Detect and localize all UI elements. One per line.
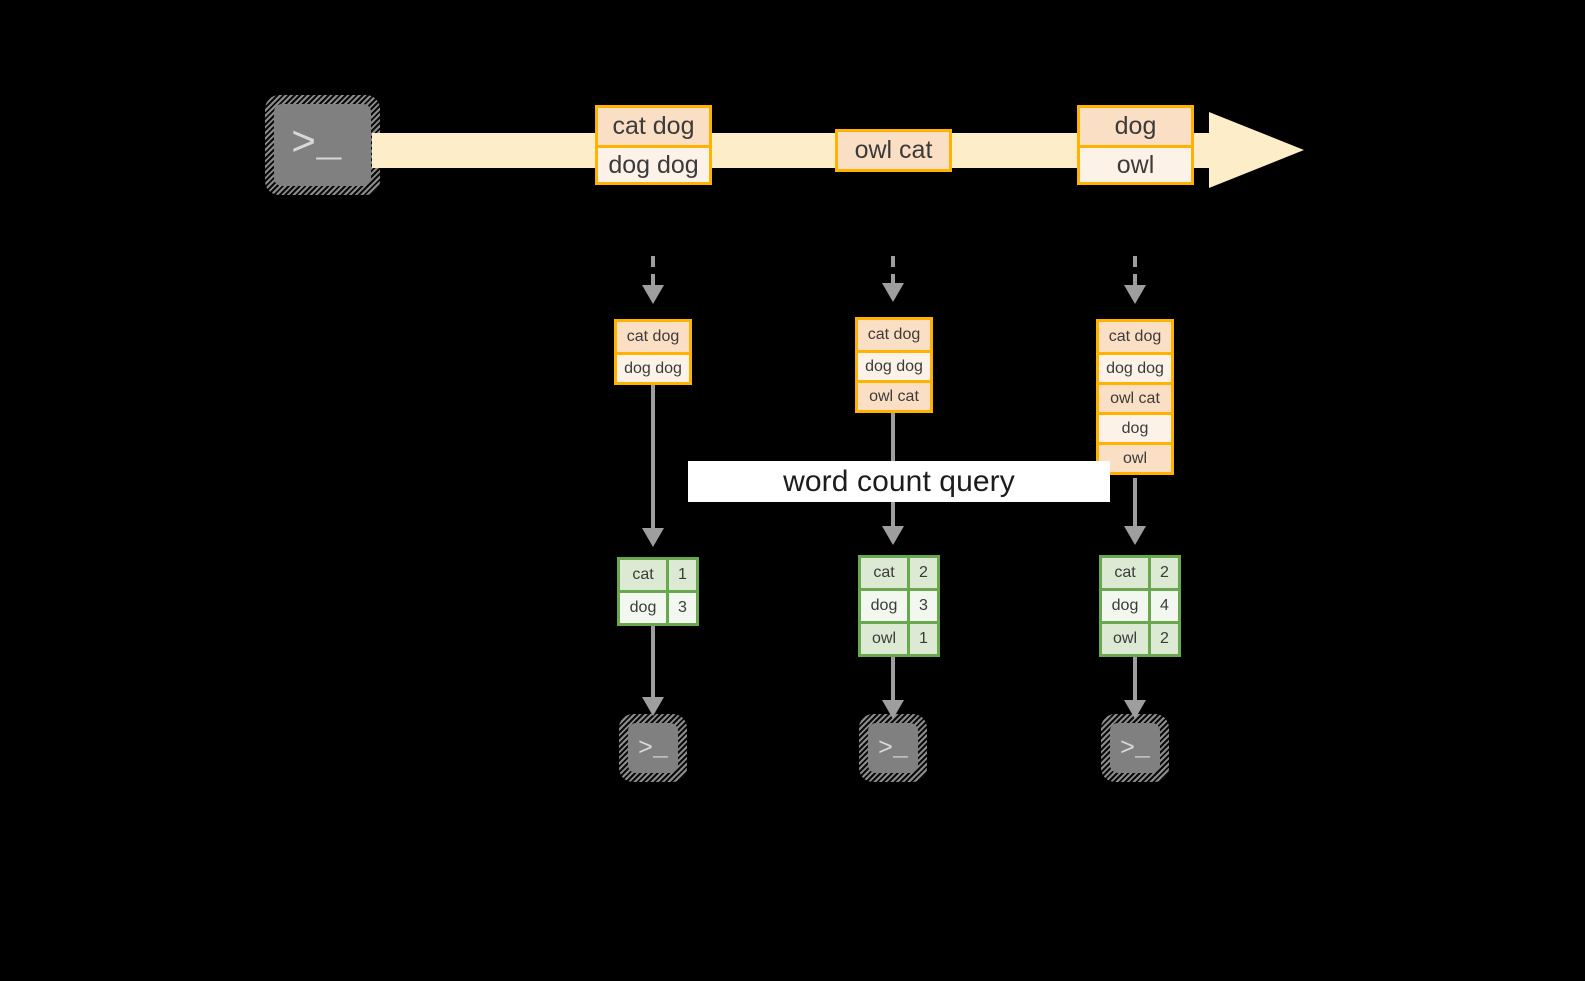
snapshot-input-line: cat dog (858, 320, 930, 350)
snapshot-input-line: dog dog (1099, 352, 1171, 382)
sink-terminal-icon: >_ (1101, 714, 1169, 782)
sink-connector-line (1133, 649, 1137, 704)
result-word: dog (861, 591, 907, 621)
stream-event-line: cat dog (598, 108, 709, 145)
stream-event-box: dog owl (1077, 105, 1194, 185)
terminal-body (868, 723, 918, 773)
query-connector-line (651, 384, 655, 532)
stream-event-line: owl cat (838, 132, 949, 169)
stream-event-line: dog dog (598, 145, 709, 182)
result-count: 3 (666, 593, 696, 623)
terminal-body (1110, 723, 1160, 773)
snapshot-tap-line (1133, 256, 1137, 289)
result-count: 2 (1148, 624, 1178, 654)
result-row: cat 2 (861, 558, 937, 588)
snapshot-input-box: cat dog dog dog (614, 319, 692, 385)
query-connector-arrowhead-icon (642, 528, 664, 547)
result-row: cat 1 (620, 560, 696, 590)
sink-connector-arrowhead-icon (1124, 700, 1146, 719)
result-count: 2 (1148, 558, 1178, 588)
result-count: 4 (1148, 591, 1178, 621)
result-table: cat 2 dog 4 owl 2 (1099, 555, 1181, 657)
result-word: cat (1102, 558, 1148, 588)
query-caption-band: word count query (688, 461, 1110, 502)
source-terminal-icon: >_ (265, 95, 380, 195)
terminal-prompt-glyph: >_ (291, 120, 342, 168)
result-row: cat 2 (1102, 558, 1178, 588)
snapshot-input-box: cat dog dog dog owl cat (855, 317, 933, 413)
sink-terminal-icon: >_ (619, 714, 687, 782)
terminal-prompt-glyph: >_ (878, 734, 909, 763)
terminal-prompt-glyph: >_ (1120, 734, 1151, 763)
result-word: owl (861, 624, 907, 654)
result-word: dog (1102, 591, 1148, 621)
snapshot-input-line: cat dog (617, 322, 689, 352)
snapshot-input-line: owl cat (858, 380, 930, 410)
snapshot-input-line: owl cat (1099, 382, 1171, 412)
result-row: owl 2 (1102, 621, 1178, 654)
sink-connector-line (651, 620, 655, 701)
stream-event-box: owl cat (835, 129, 952, 172)
result-word: owl (1102, 624, 1148, 654)
result-row: dog 4 (1102, 588, 1178, 621)
result-count: 1 (666, 560, 696, 590)
snapshot-input-line: cat dog (1099, 322, 1171, 352)
snapshot-input-line: owl (1099, 442, 1171, 472)
snapshot-tap-line (891, 256, 895, 287)
snapshot-tap-arrowhead-icon (642, 285, 664, 304)
result-table: cat 2 dog 3 owl 1 (858, 555, 940, 657)
terminal-prompt-glyph: >_ (638, 734, 669, 763)
stream-bar (372, 133, 1212, 168)
snapshot-input-box: cat dog dog dog owl cat dog owl (1096, 319, 1174, 475)
stream-arrowhead-icon (1209, 112, 1304, 188)
result-word: cat (620, 560, 666, 590)
sink-connector-line (891, 649, 895, 704)
snapshot-input-line: dog dog (858, 350, 930, 380)
result-word: dog (620, 593, 666, 623)
snapshot-tap-arrowhead-icon (882, 283, 904, 302)
snapshot-input-line: dog dog (617, 352, 689, 382)
result-count: 3 (907, 591, 937, 621)
stream-event-line: dog (1080, 108, 1191, 145)
result-row: dog 3 (861, 588, 937, 621)
query-caption-label: word count query (783, 464, 1015, 498)
sink-connector-arrowhead-icon (642, 697, 664, 716)
stream-event-box: cat dog dog dog (595, 105, 712, 185)
sink-terminal-icon: >_ (859, 714, 927, 782)
terminal-body (628, 723, 678, 773)
snapshot-input-line: dog (1099, 412, 1171, 442)
result-count: 2 (907, 558, 937, 588)
snapshot-tap-arrowhead-icon (1124, 285, 1146, 304)
result-row: owl 1 (861, 621, 937, 654)
stream-event-line: owl (1080, 145, 1191, 182)
result-row: dog 3 (620, 590, 696, 623)
result-table: cat 1 dog 3 (617, 557, 699, 626)
terminal-body (274, 104, 371, 186)
sink-connector-arrowhead-icon (882, 700, 904, 719)
query-connector-line (1133, 478, 1137, 530)
result-word: cat (861, 558, 907, 588)
query-connector-arrowhead-icon (882, 526, 904, 545)
result-count: 1 (907, 624, 937, 654)
query-connector-arrowhead-icon (1124, 526, 1146, 545)
snapshot-tap-line (651, 256, 655, 289)
